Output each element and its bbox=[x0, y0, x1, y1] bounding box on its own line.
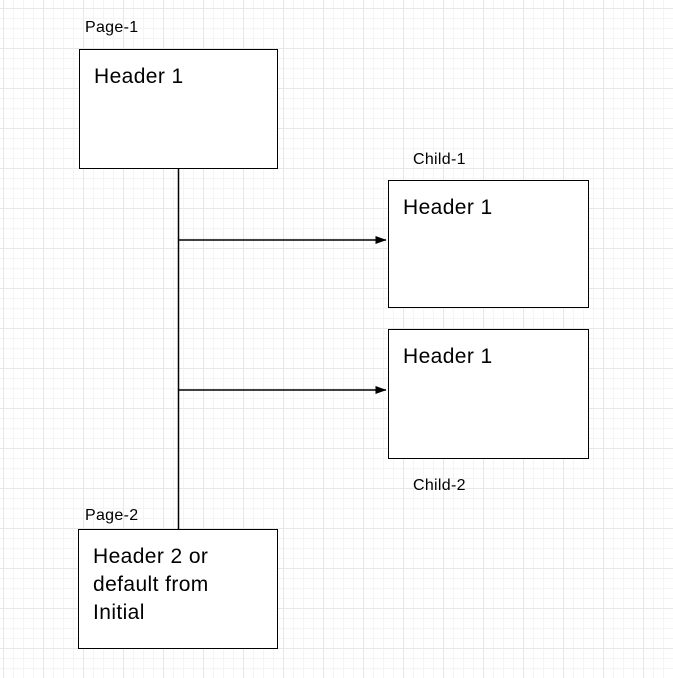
node-page-1[interactable]: Header 1 bbox=[79, 49, 278, 169]
node-child-2[interactable]: Header 1 bbox=[388, 329, 589, 459]
node-label-child-2[interactable]: Child-2 bbox=[413, 477, 466, 494]
node-child-2-text: Header 1 bbox=[403, 345, 493, 368]
node-child-1-text: Header 1 bbox=[403, 196, 493, 219]
node-page-2[interactable]: Header 2 or default from Initial bbox=[78, 529, 278, 649]
node-label-page-1[interactable]: Page-1 bbox=[85, 19, 139, 36]
node-label-page-2[interactable]: Page-2 bbox=[85, 507, 139, 524]
node-page-2-text: Header 2 or default from Initial bbox=[93, 545, 209, 624]
node-child-1[interactable]: Header 1 bbox=[388, 180, 589, 308]
node-label-child-1[interactable]: Child-1 bbox=[413, 151, 466, 168]
node-page-1-text: Header 1 bbox=[94, 65, 184, 88]
